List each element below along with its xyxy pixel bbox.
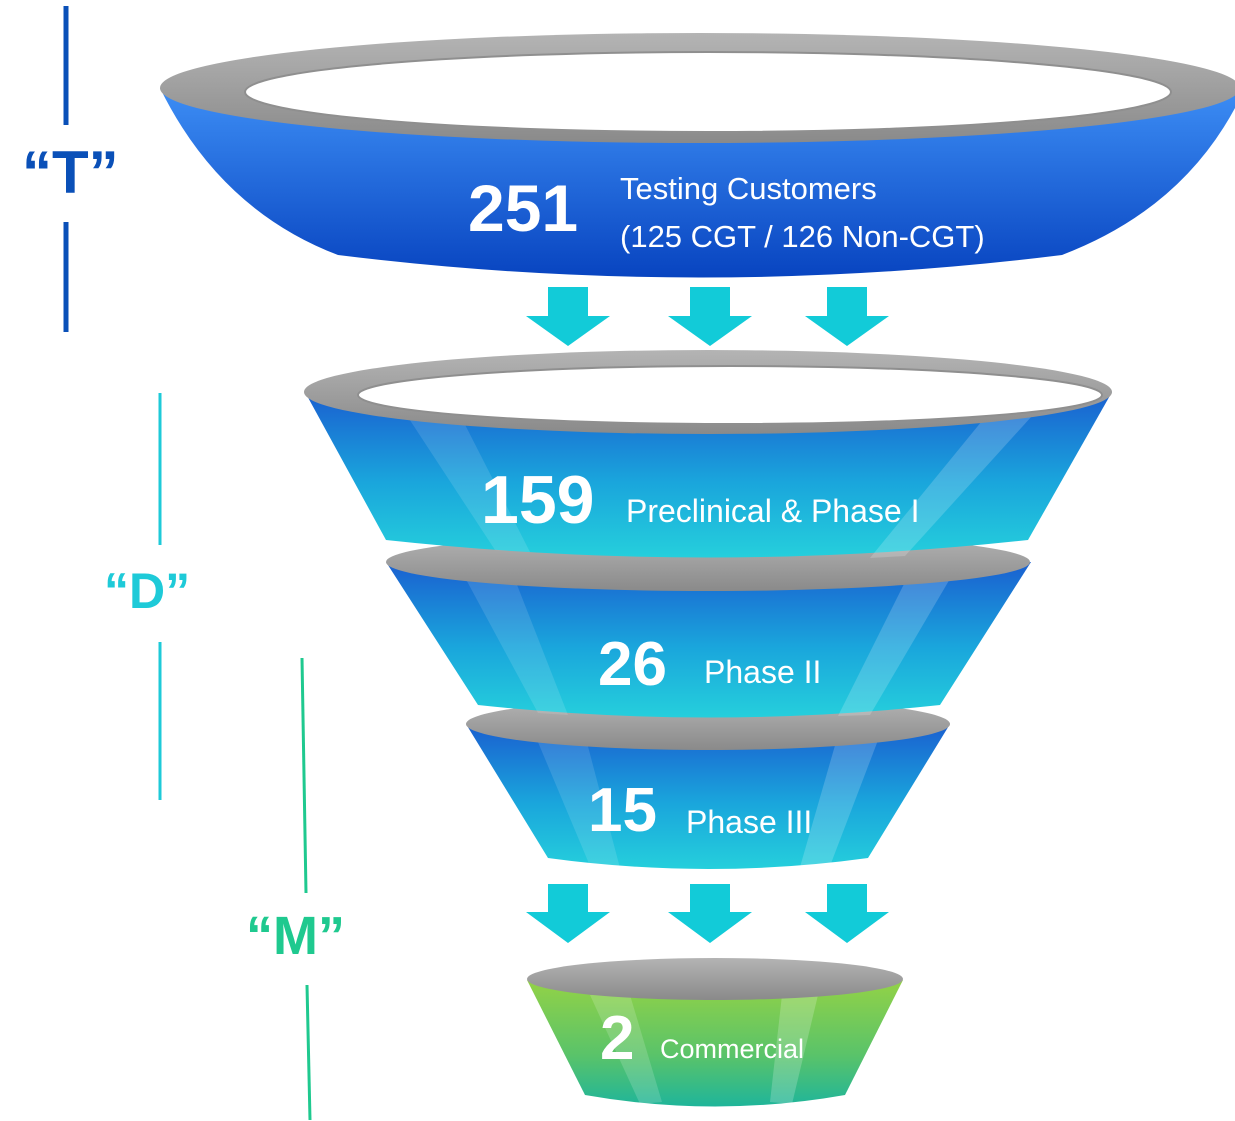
down-arrow-icon (526, 884, 610, 943)
stage-commercial-label: Commercial (660, 1034, 805, 1064)
funnel-stage-testing (160, 33, 1235, 278)
stage-preclinical-count: 159 (481, 462, 595, 538)
down-arrow-icon (668, 287, 752, 346)
stage-commercial-count: 2 (600, 1004, 635, 1073)
down-arrow-icon (805, 884, 889, 943)
stage-testing-count: 251 (468, 171, 579, 245)
stage-testing-label-2: (125 CGT / 126 Non-CGT) (620, 219, 985, 254)
m-bracket (300, 657, 312, 1121)
stage-phase3-label: Phase III (686, 804, 813, 840)
funnel-stage-commercial (527, 958, 903, 1107)
down-arrow-icon (526, 287, 610, 346)
stage-preclinical-label: Preclinical & Phase I (626, 493, 920, 529)
stage-phase2-count: 26 (598, 630, 667, 699)
m-label: “M” (246, 906, 345, 966)
d-label: “D” (104, 563, 191, 619)
stage-phase2-label: Phase II (704, 654, 822, 690)
funnel-stage-preclinical (304, 350, 1112, 558)
down-arrow-icon (668, 884, 752, 943)
arrow-group-bottom (526, 884, 889, 943)
down-arrow-icon (805, 287, 889, 346)
t-label: “T” (22, 139, 119, 206)
funnel-stage-phase3 (466, 698, 950, 869)
arrow-group-top (526, 287, 889, 346)
stage-phase3-count: 15 (588, 776, 657, 845)
stage-testing-label-1: Testing Customers (620, 171, 877, 206)
